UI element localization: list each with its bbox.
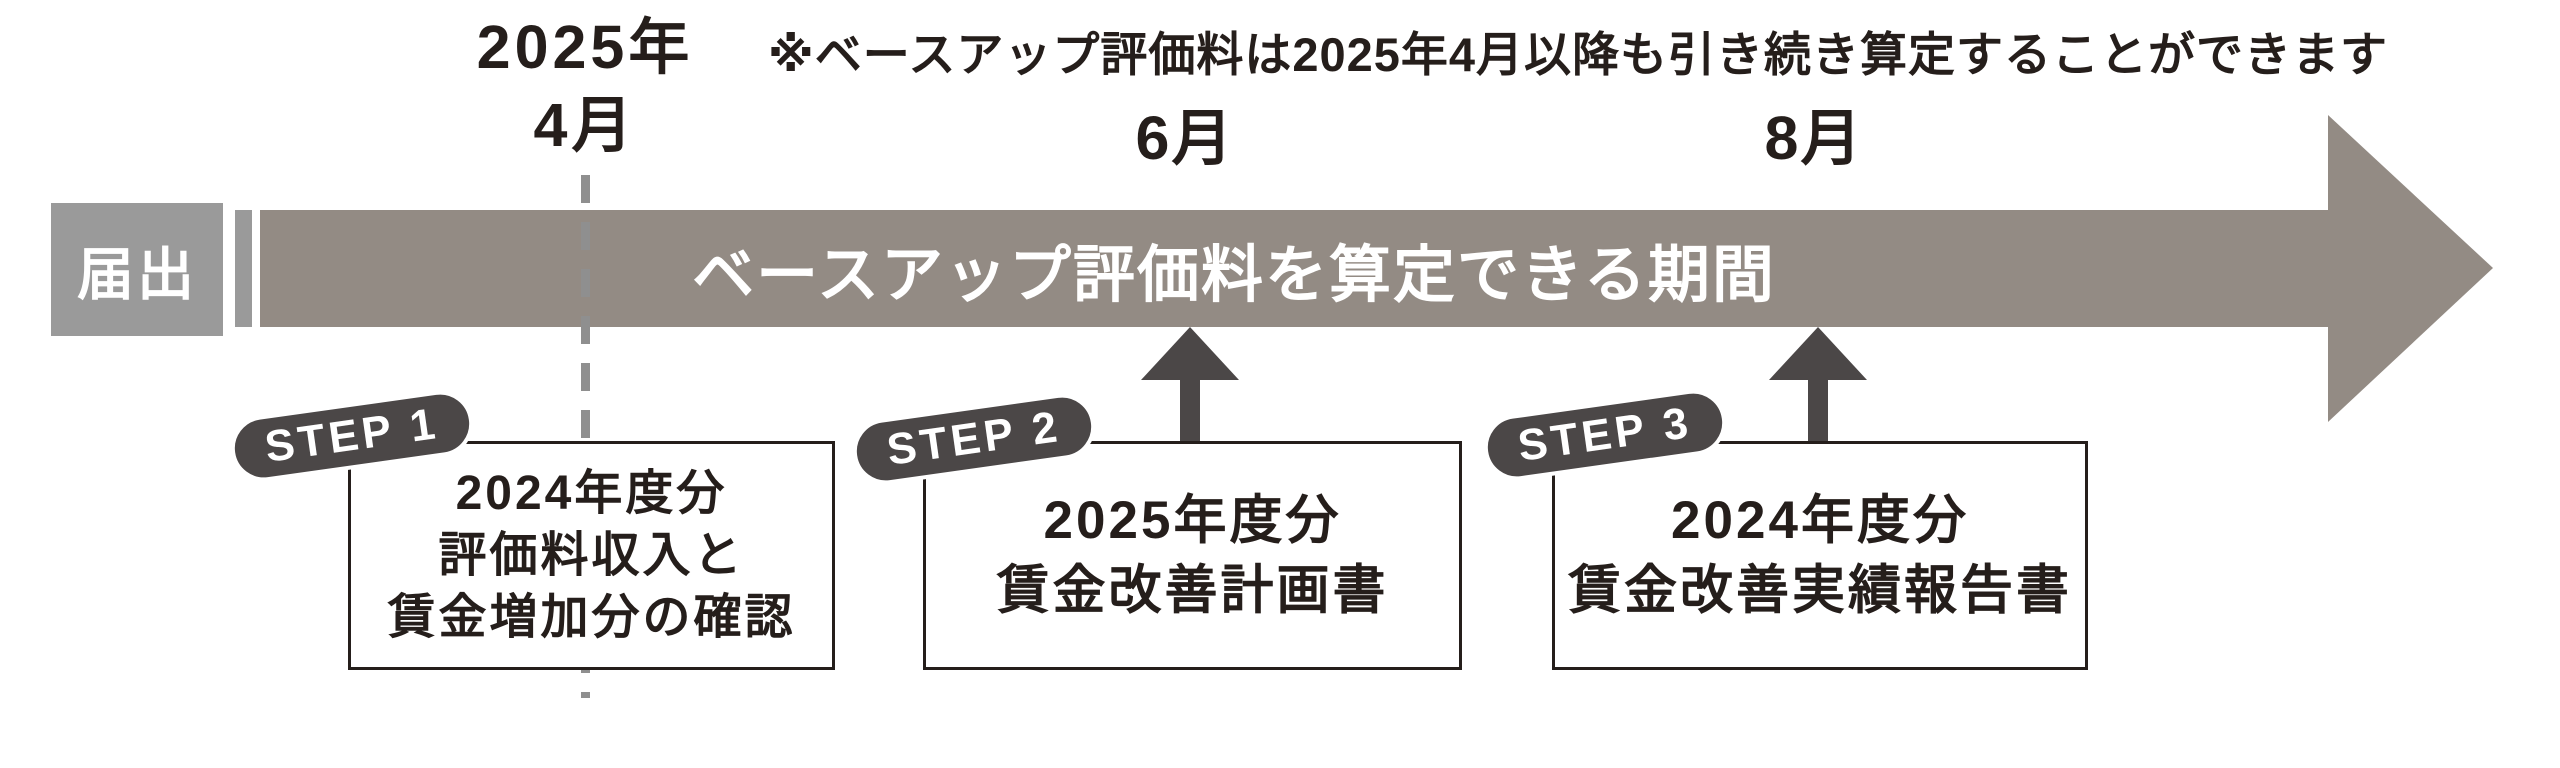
footnote-text: ※ベースアップ評価料は2025年4月以降も引き続き算定することができます xyxy=(768,28,2389,81)
notification-box: 届出 xyxy=(51,203,223,336)
arrow-stem xyxy=(1808,379,1828,445)
milestone-year: 2025年 xyxy=(476,13,694,81)
step1-line: 評価料収入と xyxy=(438,528,745,582)
arrow-head xyxy=(1141,327,1239,380)
period-bar: ベースアップ評価料を算定できる期間 xyxy=(260,210,2328,327)
step3-line: 2024年度分 xyxy=(1671,490,1969,550)
april-dashed-divider xyxy=(581,175,590,698)
milestone-month: 4月 xyxy=(533,91,637,159)
step1-line: 2024年度分 xyxy=(455,466,728,520)
step3-line: 賃金改善実績報告書 xyxy=(1568,560,2072,620)
timeline-start-tick xyxy=(235,210,252,327)
step2-line: 2025年度分 xyxy=(1043,490,1342,550)
arrow-stem xyxy=(1180,379,1200,445)
milestone-label-april: 2025年 4月 xyxy=(385,8,785,164)
step2-box: 2025年度分 賃金改善計画書 xyxy=(923,441,1462,670)
milestone-label-august: 8月 xyxy=(1764,104,1864,172)
step1-box: 2024年度分 評価料収入と 賃金増加分の確認 xyxy=(348,441,835,670)
milestone-label-june: 6月 xyxy=(1135,104,1235,172)
step3-box: 2024年度分 賃金改善実績報告書 xyxy=(1552,441,2088,670)
step1-line: 賃金増加分の確認 xyxy=(387,590,796,644)
period-bar-label: ベースアップ評価料を算定できる期間 xyxy=(692,240,1776,310)
period-arrowhead-icon xyxy=(2328,115,2493,422)
step2-line: 賃金改善計画書 xyxy=(996,560,1389,620)
arrow-head xyxy=(1769,327,1867,380)
